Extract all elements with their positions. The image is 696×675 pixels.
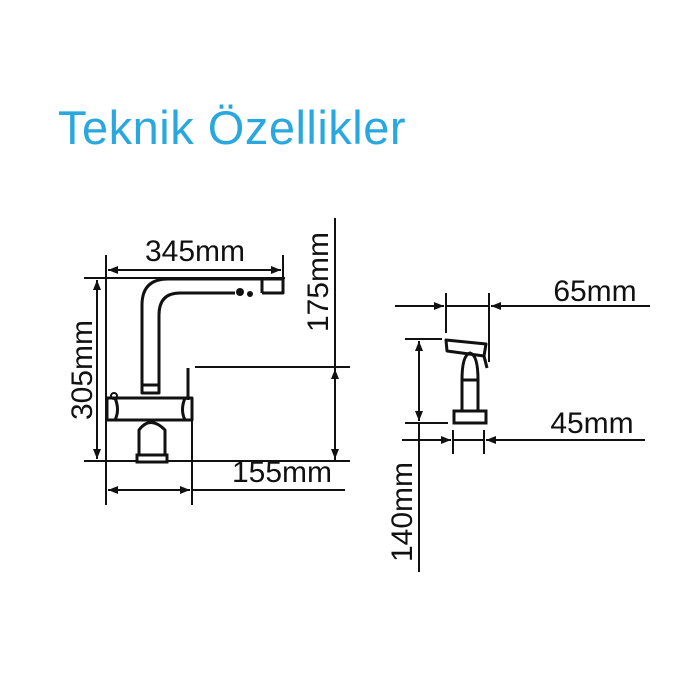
sprayer-dimension-lines xyxy=(395,293,650,572)
sprayer-height-label: 140mm xyxy=(386,462,419,562)
faucet-width-label: 345mm xyxy=(145,235,245,268)
faucet-spout-height-label: 175mm xyxy=(302,232,335,332)
faucet-base-offset-label: 155mm xyxy=(232,456,332,489)
sprayer-base-width-label: 45mm xyxy=(550,407,633,440)
page-title: Teknik Özellikler xyxy=(58,101,407,154)
sprayer-outline xyxy=(444,338,489,425)
faucet-dimension-lines xyxy=(84,218,350,505)
faucet-height-label: 305mm xyxy=(66,320,99,420)
faucet-diagram: 345mm 305mm 175mm 155mm xyxy=(66,218,350,505)
faucet-outline xyxy=(105,277,285,464)
sprayer-head-width-label: 65mm xyxy=(553,275,636,308)
sprayer-diagram: 65mm 45mm 140mm xyxy=(386,275,650,572)
